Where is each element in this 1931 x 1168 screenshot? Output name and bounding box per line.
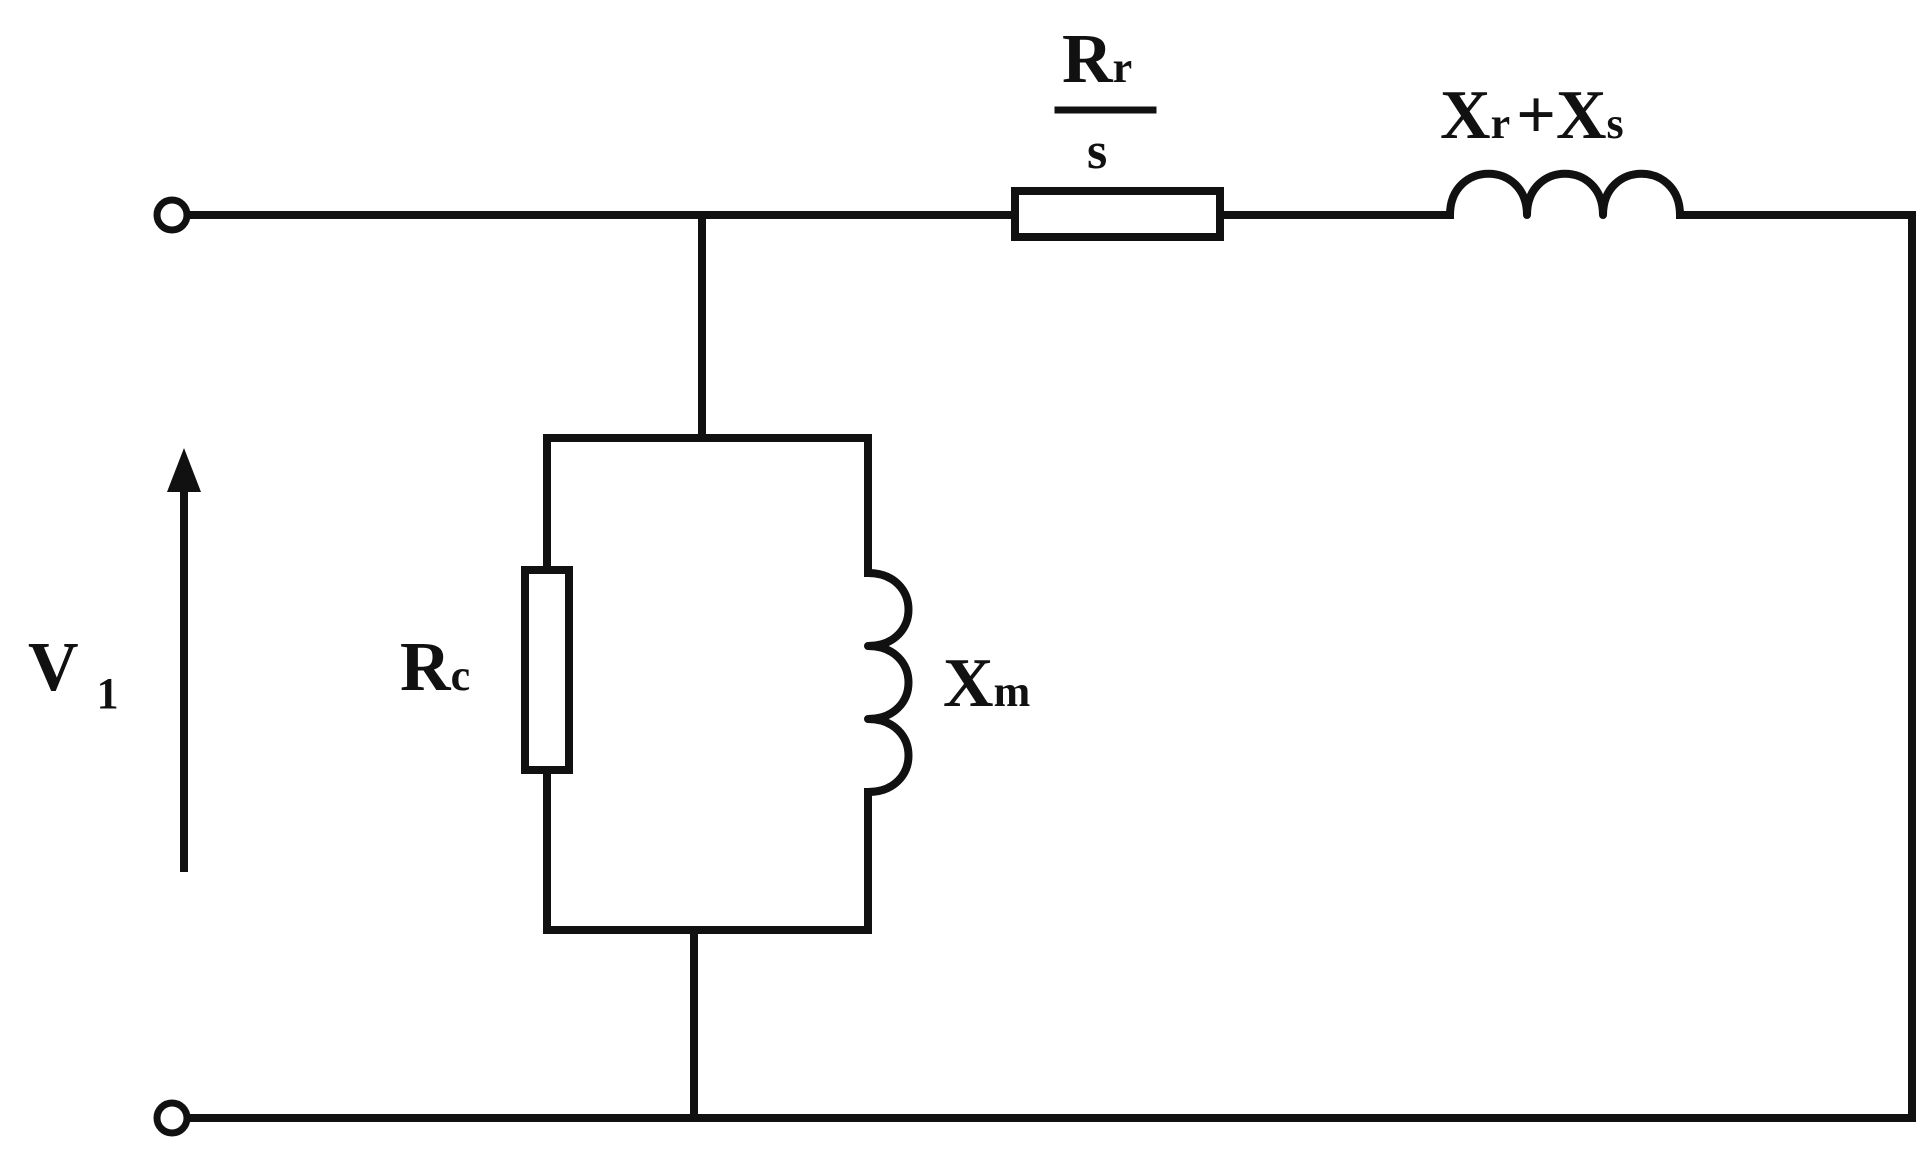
label-s: s — [1087, 123, 1107, 180]
core-loss-resistor — [521, 566, 573, 774]
series-inductor — [1446, 169, 1684, 219]
rotor-resistor — [1011, 187, 1224, 241]
magnetizing-inductor — [864, 569, 913, 796]
bottom-terminal — [153, 1099, 191, 1137]
label-rc: Rc — [400, 629, 470, 706]
top-terminal — [153, 196, 191, 234]
label-xr-plus-xs: Xr+Xs — [1440, 77, 1624, 154]
label-rr: Rr — [1062, 21, 1132, 98]
voltage-arrow-head — [167, 448, 201, 492]
wires — [181, 211, 1916, 1122]
label-xm: Xm — [943, 645, 1030, 722]
voltage-arrow — [167, 448, 201, 872]
